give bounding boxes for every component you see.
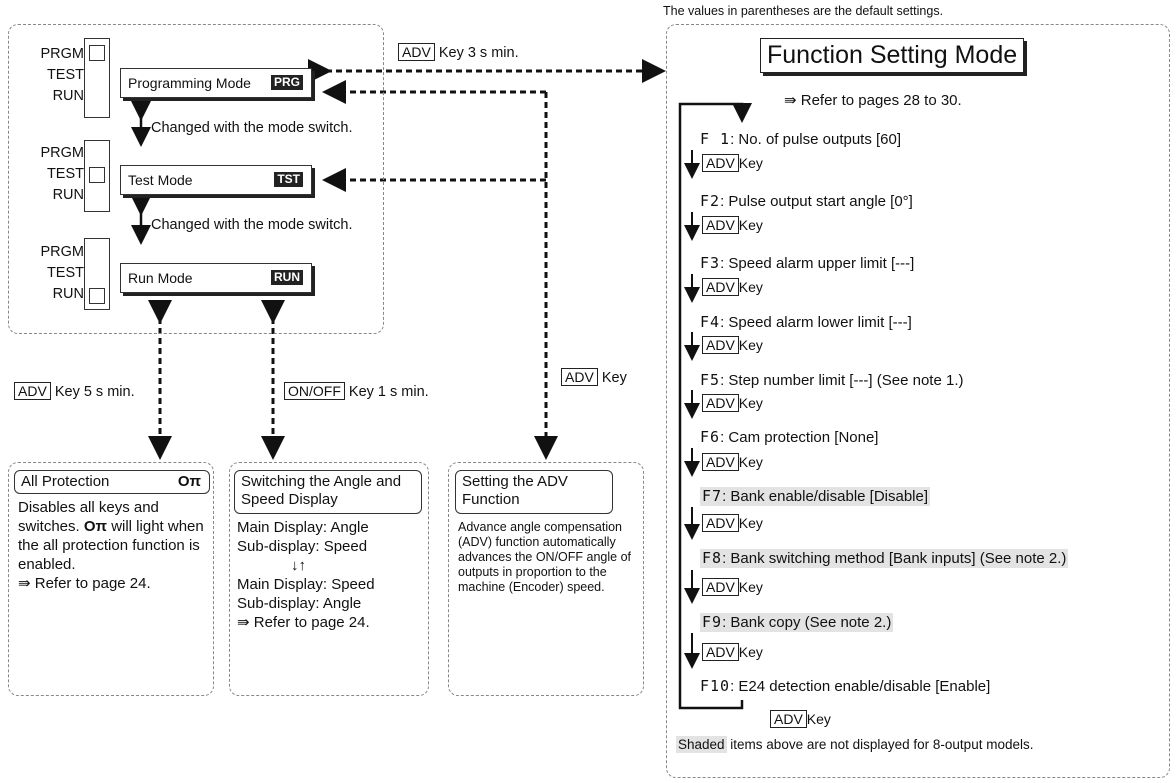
adv-function-panel [448, 462, 644, 696]
switch3-prgm: PRGM [40, 244, 85, 260]
key-duration: Key 1 s min. [348, 384, 429, 400]
mode-name: Test Mode [128, 172, 193, 188]
adv-key: ADV [14, 382, 51, 400]
switch-indicator [89, 288, 105, 304]
switch-indicator [89, 167, 105, 183]
function-item-f8: F8: Bank switching method [Bank inputs] … [700, 549, 1069, 568]
function-item-f4: F4: Speed alarm lower limit [---] [700, 313, 912, 331]
mode-name: Run Mode [128, 270, 193, 286]
switch-display-body: Main Display: Angle Sub-display: Speed ↓… [237, 518, 427, 632]
switch1-prgm: PRGM [40, 46, 85, 62]
function-item-f9: F9: Bank copy (See note 2.) [700, 613, 894, 632]
key-lock-icon: Oπ [83, 518, 108, 535]
adv-function-title: Setting the ADV Function [455, 470, 613, 514]
mode-badge: TST [274, 172, 303, 187]
adv-function-body: Advance angle compensation (ADV) functio… [458, 520, 632, 594]
run-mode-box: Run Mode RUN [120, 263, 312, 293]
all-protection-panel [8, 462, 214, 696]
function-item-f1: F 1: No. of pulse outputs [60] [700, 130, 902, 148]
switch3-run: RUN [52, 286, 84, 302]
mode-badge: RUN [271, 270, 303, 285]
key-lock-icon: Oπ [177, 473, 201, 490]
adv-key: ADV [398, 43, 435, 61]
all-protection-ref: ⇛ Refer to page 24. [18, 575, 151, 592]
adv-key: ADV [561, 368, 598, 386]
adv-key-label: ADV Key [561, 368, 627, 387]
switch-display-panel [229, 462, 429, 696]
all-protection-body: Disables all keys and switches. Oπ will … [18, 499, 204, 592]
mode-switch-run[interactable] [84, 238, 110, 310]
onoff-1s-label: ON/OFF Key 1 s min. [284, 382, 429, 401]
shaded-footnote: Shaded items above are not displayed for… [676, 736, 1034, 753]
onoff-key: ON/OFF [284, 382, 345, 400]
test-mode-box: Test Mode TST [120, 165, 312, 195]
function-item-f2: F2: Pulse output start angle [0°] [700, 192, 913, 210]
mode-panel [8, 24, 384, 334]
key-word: Key [601, 370, 627, 386]
switch-arrows: ↓↑ [291, 557, 306, 574]
mode-name: Programming Mode [128, 75, 251, 91]
function-item-f7: F7: Bank enable/disable [Disable] [700, 487, 931, 506]
function-item-f5: F5: Step number limit [---] (See note 1.… [700, 371, 964, 389]
switch-display-ref: ⇛ Refer to page 24. [237, 614, 370, 631]
switch2-run: RUN [52, 187, 84, 203]
adv-3s-label: ADV Key 3 s min. [398, 43, 519, 62]
switch2-prgm: PRGM [40, 145, 85, 161]
switch2-test: TEST [46, 166, 84, 182]
programming-mode-box: Programming Mode PRG [120, 68, 312, 98]
function-mode-panel [666, 24, 1170, 778]
key-duration: Key 3 s min. [438, 45, 519, 61]
mode-change-label-2: Changed with the mode switch. [151, 217, 353, 233]
function-item-f10: F10: E24 detection enable/disable [Enabl… [700, 677, 991, 695]
adv-5s-label: ADV Key 5 s min. [14, 382, 135, 401]
function-item-f6: F6: Cam protection [None] [700, 428, 879, 446]
function-mode-ref: ⇛ Refer to pages 28 to 30. [784, 92, 962, 109]
header-note: The values in parentheses are the defaul… [663, 4, 944, 18]
mode-switch-prgm[interactable] [84, 38, 110, 118]
mode-change-label-1: Changed with the mode switch. [151, 120, 353, 136]
all-protection-title: All Protection [21, 473, 110, 490]
mode-badge: PRG [270, 75, 303, 90]
switch1-run: RUN [52, 88, 84, 104]
all-protection-title-box: All Protection Oπ [14, 470, 210, 494]
key-duration: Key 5 s min. [54, 384, 135, 400]
switch-indicator [89, 45, 105, 61]
function-item-f3: F3: Speed alarm upper limit [---] [700, 254, 915, 272]
function-mode-title: Function Setting Mode [760, 38, 1025, 73]
mode-switch-test[interactable] [84, 140, 110, 212]
switch3-test: TEST [46, 265, 84, 281]
switch1-test: TEST [46, 67, 84, 83]
switch-display-title: Switching the Angle and Speed Display [234, 470, 422, 514]
function-loop [678, 102, 752, 710]
